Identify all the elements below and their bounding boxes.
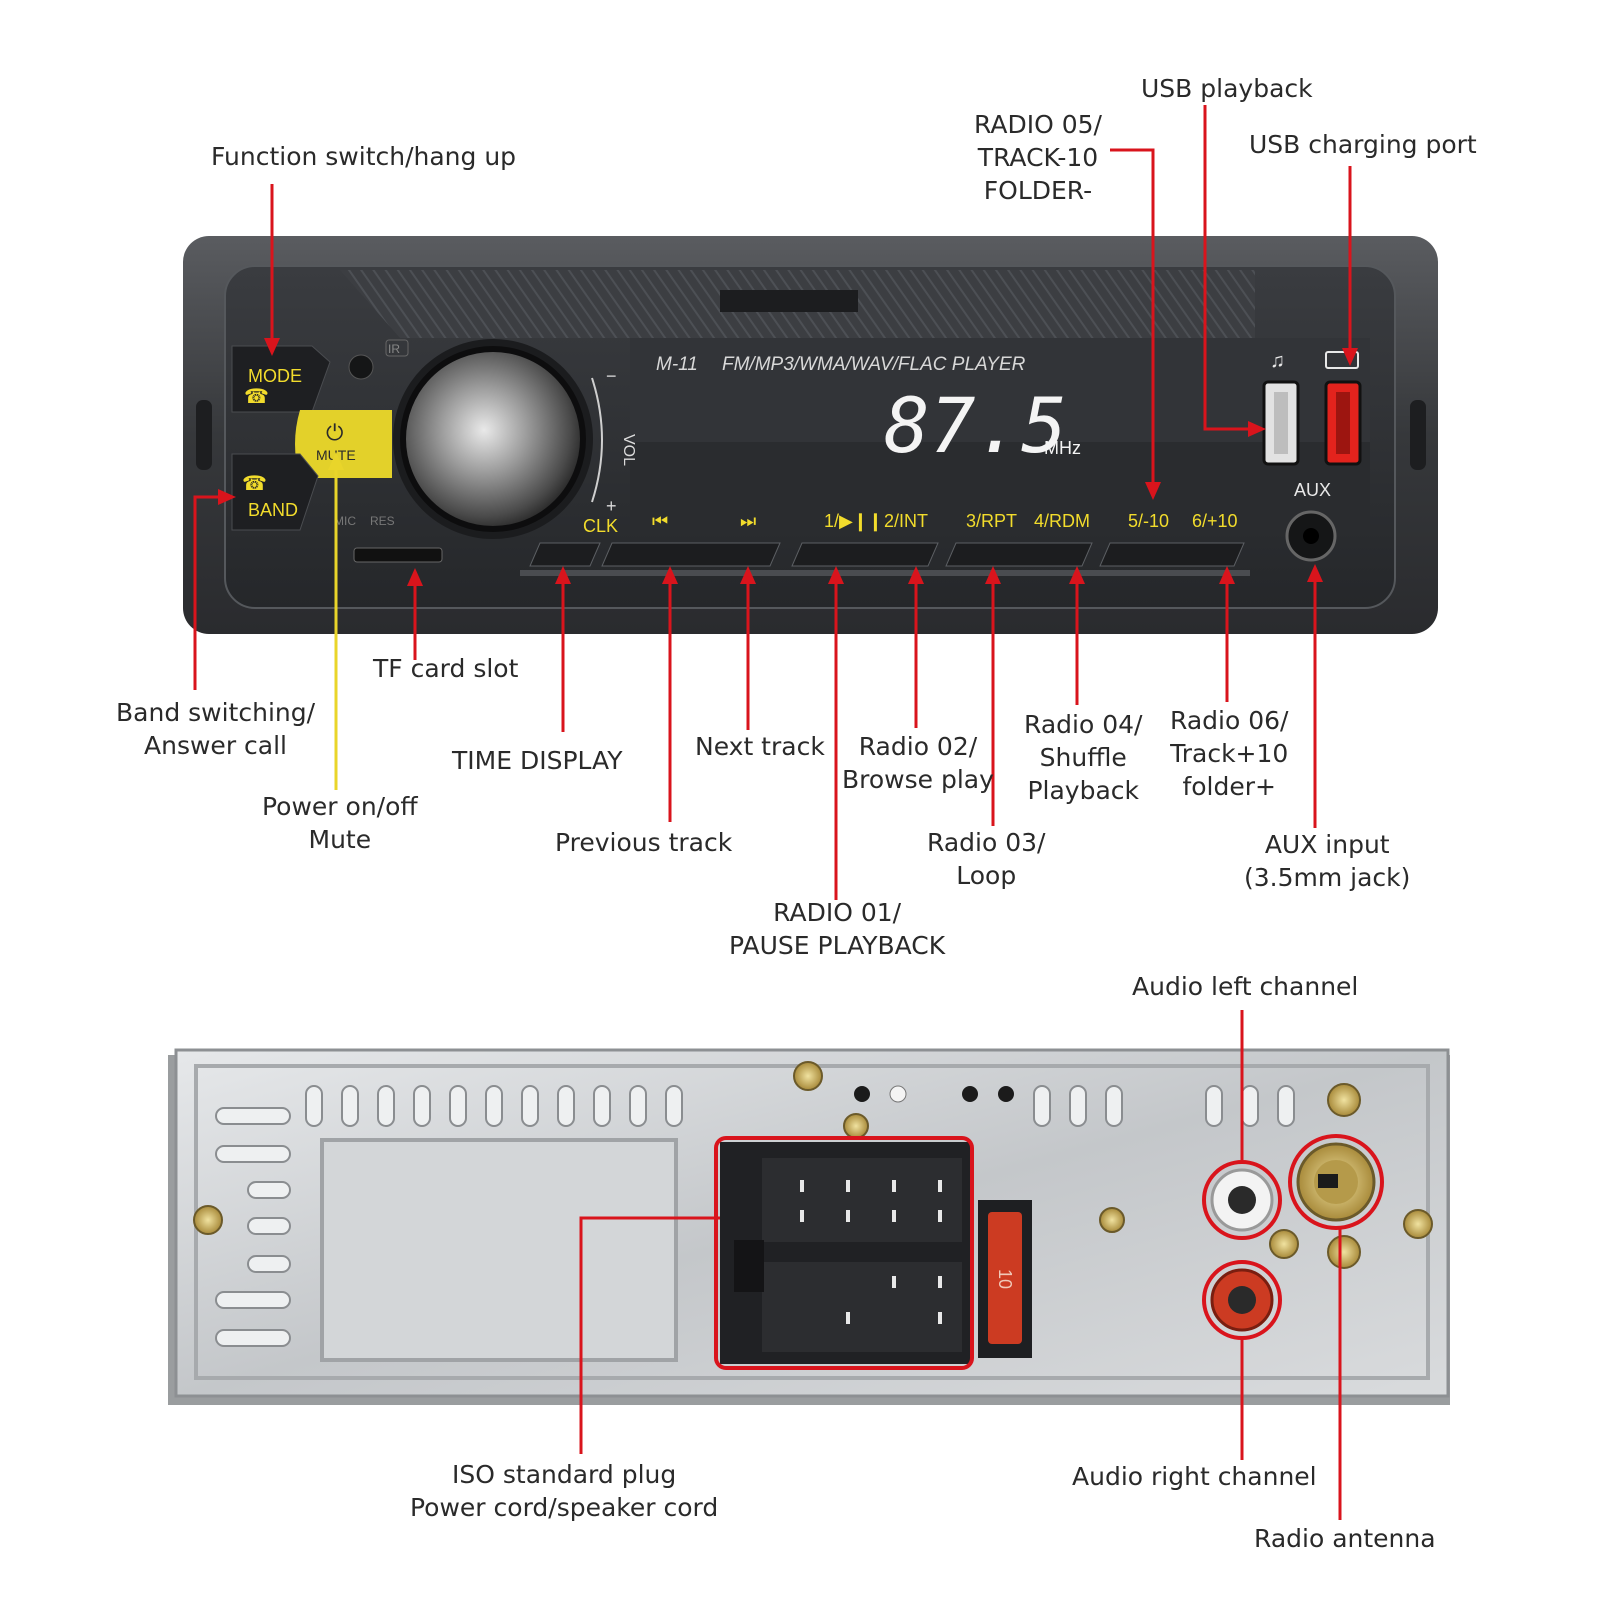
vent-slots bbox=[215, 1085, 1295, 1347]
next-track-icon: ⏭ bbox=[740, 511, 756, 531]
callout-usb-playback bbox=[1203, 105, 1262, 431]
band-button[interactable]: ☎ BAND bbox=[231, 453, 319, 531]
label-radio03: Radio 03/Loop bbox=[927, 828, 1046, 890]
ir-badge bbox=[385, 339, 409, 357]
iso-highlight bbox=[714, 1136, 974, 1370]
rear-panel-inset bbox=[320, 1138, 678, 1362]
small-holes bbox=[854, 1085, 1014, 1103]
power-icon: ⏻ bbox=[326, 420, 343, 445]
hangup-phone-icon: ☎ bbox=[244, 386, 269, 408]
label-radio-antenna: Radio antenna bbox=[1254, 1524, 1436, 1553]
mode-label: MODE bbox=[248, 366, 302, 386]
clk-label: CLK bbox=[583, 516, 618, 536]
res-label: RES bbox=[370, 514, 395, 528]
label-aux-input: AUX input(3.5mm jack) bbox=[1244, 830, 1411, 892]
vol-plus: + bbox=[606, 496, 617, 516]
label-radio01: RADIO 01/PAUSE PLAYBACK bbox=[729, 898, 946, 960]
label-audio-right: Audio right channel bbox=[1072, 1462, 1317, 1491]
fuse-body bbox=[988, 1212, 1022, 1344]
frequency-unit: MHz bbox=[1044, 438, 1081, 458]
label-previous-track: Previous track bbox=[555, 828, 733, 857]
key-3-4[interactable] bbox=[945, 542, 1093, 567]
left-clip bbox=[196, 400, 212, 470]
rca-left-jack[interactable] bbox=[1202, 1160, 1282, 1240]
callout-radio05 bbox=[1110, 148, 1155, 496]
mic-label: MIC bbox=[334, 514, 356, 528]
usb-charging-tongue bbox=[1336, 392, 1350, 454]
iso-latch bbox=[734, 1240, 764, 1292]
fuse[interactable]: 10 bbox=[978, 1200, 1032, 1358]
label-tf-card: TF card slot bbox=[373, 654, 519, 683]
panel-release-slot bbox=[720, 290, 858, 312]
screws bbox=[193, 1061, 1433, 1269]
mode-button[interactable]: MODE ☎ bbox=[231, 345, 331, 413]
formats-text: FM/MP3/WMA/WAV/FLAC PLAYER bbox=[722, 354, 1026, 375]
aux-jack-hole bbox=[1303, 528, 1319, 544]
callout-lines bbox=[193, 105, 1352, 1520]
music-note-icon: ♫ bbox=[1270, 350, 1285, 372]
label-next-track: Next track bbox=[695, 732, 825, 761]
answer-phone-icon: ☎ bbox=[242, 473, 267, 495]
rca-right-jack[interactable] bbox=[1202, 1260, 1282, 1340]
head-unit-rear: 10 bbox=[168, 1048, 1450, 1405]
btn3-label: 3/RPT bbox=[966, 511, 1017, 531]
label-usb-playback: USB playback bbox=[1141, 74, 1313, 103]
right-clip bbox=[1410, 400, 1426, 470]
usb-playback-tongue bbox=[1274, 392, 1288, 454]
label-function-switch: Function switch/hang up bbox=[211, 142, 517, 171]
callout-iso bbox=[579, 1216, 720, 1454]
model-name: M-11 bbox=[656, 354, 698, 375]
vol-minus: − bbox=[606, 366, 617, 386]
iso-connector[interactable] bbox=[714, 1136, 974, 1370]
head-unit-front: MODE ☎ ⏻ MUTE ☎ BAND IR MIC RES − VOL + … bbox=[183, 236, 1438, 634]
key-1-2[interactable] bbox=[791, 542, 939, 567]
btn4-label: 4/RDM bbox=[1034, 511, 1090, 531]
label-band-switching: Band switching/Answer call bbox=[116, 698, 316, 760]
battery-icon bbox=[1325, 351, 1359, 369]
iso-pins bbox=[800, 1180, 942, 1324]
iso-block-bottom bbox=[762, 1262, 962, 1352]
prev-next-key[interactable] bbox=[601, 542, 781, 567]
key-5-6[interactable] bbox=[1099, 542, 1245, 567]
key-shadow bbox=[520, 570, 1250, 576]
button-label-band bbox=[630, 442, 1370, 528]
tf-card-slot[interactable] bbox=[353, 547, 443, 563]
iso-block-top bbox=[762, 1158, 962, 1242]
btn6-label: 6/+10 bbox=[1192, 511, 1238, 531]
btn5-label: 5/-10 bbox=[1128, 511, 1169, 531]
label-usb-charging: USB charging port bbox=[1249, 130, 1477, 159]
prev-track-icon: ⏮ bbox=[652, 511, 668, 531]
frequency-readout: 87.5 bbox=[884, 381, 1067, 470]
antenna-socket[interactable] bbox=[1288, 1134, 1384, 1230]
btn2-label: 2/INT bbox=[884, 511, 928, 531]
btn1-label: 1/▶❙❙ bbox=[824, 511, 883, 532]
volume-knob[interactable] bbox=[400, 346, 586, 532]
fuse-rating: 10 bbox=[995, 1269, 1015, 1289]
callout-arrowheads bbox=[218, 338, 1358, 586]
vol-arc bbox=[591, 377, 603, 503]
vol-label: VOL bbox=[620, 434, 637, 466]
clk-key[interactable] bbox=[529, 542, 601, 567]
ir-label: IR bbox=[388, 342, 400, 356]
band-label: BAND bbox=[248, 500, 298, 520]
label-radio02: Radio 02/Browse play bbox=[842, 732, 994, 794]
aux-label: AUX bbox=[1294, 480, 1331, 500]
label-time-display: TIME DISPLAY bbox=[452, 746, 623, 775]
ir-sensor bbox=[348, 354, 374, 380]
label-audio-left: Audio left channel bbox=[1132, 972, 1359, 1001]
